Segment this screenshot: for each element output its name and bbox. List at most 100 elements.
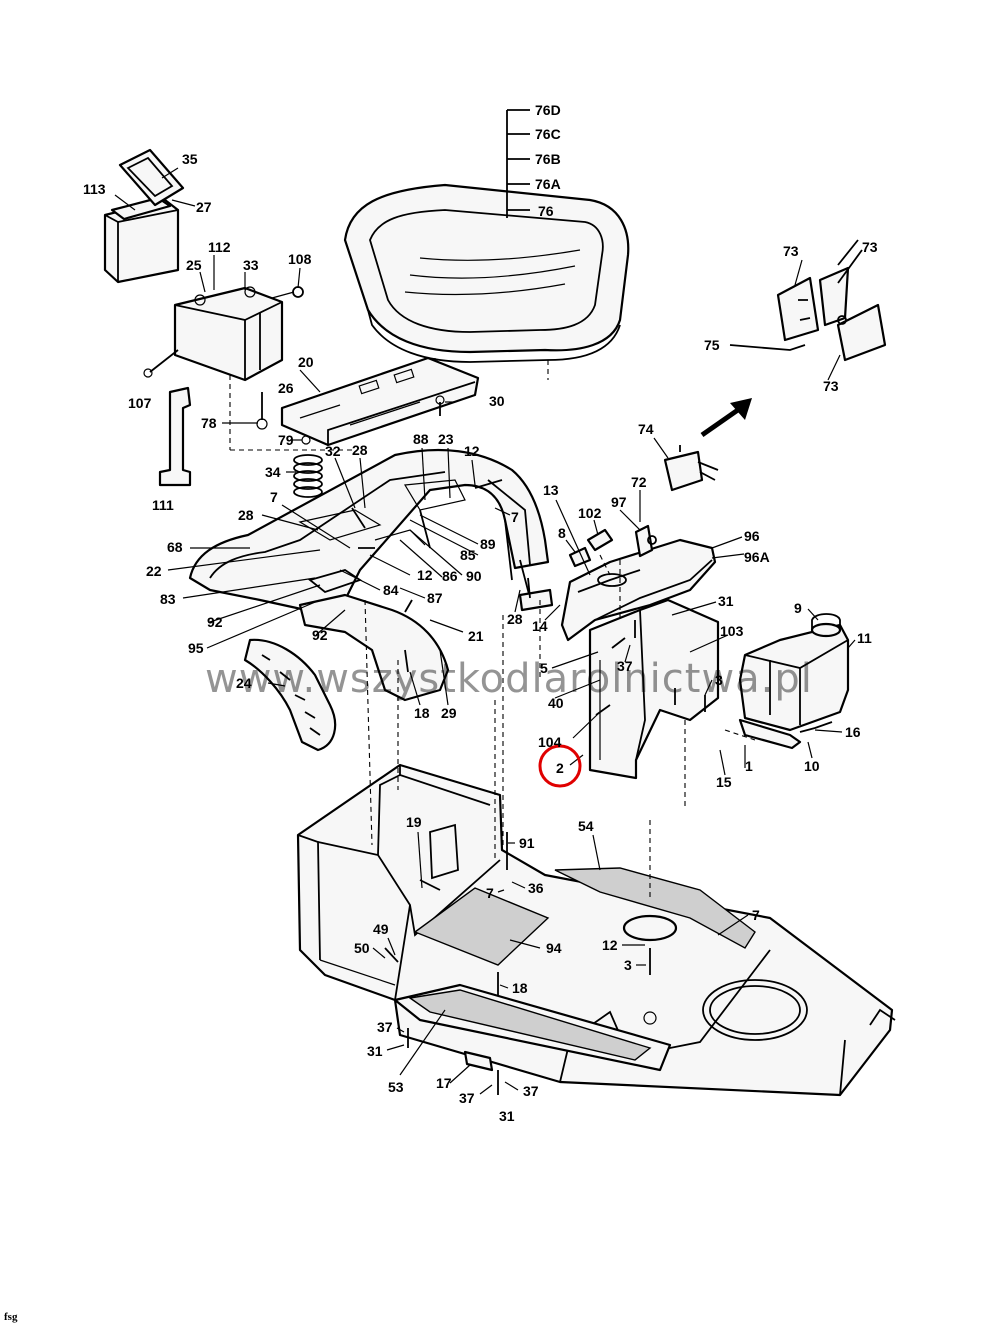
callout-92-b: 92	[312, 627, 328, 643]
callout-76D: 76D	[535, 102, 561, 118]
callout-53: 53	[388, 1079, 404, 1095]
callout-28-c: 28	[507, 611, 523, 627]
callout-7-a: 7	[270, 489, 278, 505]
callout-74: 74	[638, 421, 654, 437]
callout-88: 88	[413, 431, 429, 447]
callout-1: 1	[745, 758, 753, 774]
callout-75: 75	[704, 337, 720, 353]
callout-96: 96	[744, 528, 760, 544]
callout-31-a: 31	[718, 593, 734, 609]
battery-box	[103, 148, 185, 284]
callout-89: 89	[480, 536, 496, 552]
callout-85: 85	[460, 547, 476, 563]
highlight-circle	[538, 744, 582, 788]
seat-pan	[280, 356, 480, 447]
callout-32: 32	[325, 443, 341, 459]
callout-25: 25	[186, 257, 202, 273]
callout-50: 50	[354, 940, 370, 956]
callout-84: 84	[383, 582, 399, 598]
callout-10: 10	[804, 758, 820, 774]
callout-37-a: 37	[617, 658, 633, 674]
callout-27: 27	[196, 199, 212, 215]
callout-76A: 76A	[535, 176, 561, 192]
callout-104: 104	[538, 734, 562, 750]
battery	[143, 286, 304, 382]
callout-28-a: 28	[352, 442, 368, 458]
callout-14: 14	[532, 618, 548, 634]
console-small-parts	[527, 524, 657, 599]
safety-switch-assembly	[729, 239, 887, 362]
callout-96A: 96A	[744, 549, 770, 565]
footer-code: fsg	[4, 1311, 18, 1323]
callout-7-c: 7	[752, 907, 760, 923]
battery-strap	[158, 386, 192, 487]
callout-34: 34	[265, 464, 281, 480]
callout-5: 5	[540, 660, 548, 676]
callout-2: 2	[556, 760, 564, 776]
callout-20: 20	[298, 354, 314, 370]
callout-78: 78	[201, 415, 217, 431]
callout-24: 24	[236, 675, 252, 691]
callout-7-d: 7	[486, 885, 494, 901]
callout-11: 11	[857, 630, 872, 646]
watermark: www.wszystkodlarolnictwa.pl	[205, 656, 813, 702]
callout-12-a: 12	[464, 443, 480, 459]
callout-30: 30	[489, 393, 505, 409]
callout-90: 90	[466, 568, 482, 584]
callout-76C: 76C	[535, 126, 561, 142]
callout-7-b: 7	[511, 509, 519, 525]
callout-107: 107	[128, 395, 152, 411]
callout-87: 87	[427, 590, 443, 606]
callout-9: 9	[794, 600, 802, 616]
callout-3-a: 3	[715, 672, 723, 688]
callout-28-b: 28	[238, 507, 254, 523]
callout-37-d: 37	[459, 1090, 475, 1106]
callout-112: 112	[208, 239, 231, 255]
callout-37-b: 37	[377, 1019, 393, 1035]
callout-111: 111	[152, 497, 174, 513]
chassis-frame	[296, 763, 896, 1097]
fuel-tank	[738, 613, 850, 750]
callout-19: 19	[406, 814, 422, 830]
direction-arrow	[700, 398, 752, 438]
callout-21: 21	[468, 628, 484, 644]
callout-33: 33	[243, 257, 259, 273]
callout-86: 86	[442, 568, 458, 584]
callout-12-b: 12	[417, 567, 433, 583]
leader-lines	[114, 167, 856, 1095]
callout-8: 8	[558, 525, 566, 541]
callout-83: 83	[160, 591, 176, 607]
callout-73-b: 73	[862, 239, 878, 255]
callout-95: 95	[188, 640, 204, 656]
callout-18-b: 18	[512, 980, 528, 996]
callout-103: 103	[720, 623, 744, 639]
callout-22: 22	[146, 563, 162, 579]
callout-29: 29	[441, 705, 457, 721]
part-labels: 76D 76C 76B 76A 76 35 113 27 112 25 33 1…	[83, 102, 878, 1124]
callout-94: 94	[546, 940, 562, 956]
callout-15: 15	[716, 774, 732, 790]
callout-37-c: 37	[523, 1083, 539, 1099]
callout-68: 68	[167, 539, 183, 555]
callout-36: 36	[528, 880, 544, 896]
callout-18-a: 18	[414, 705, 430, 721]
callout-91: 91	[519, 835, 535, 851]
callout-79: 79	[278, 432, 294, 448]
callout-23: 23	[438, 431, 454, 447]
seat-spring	[229, 375, 352, 498]
assembly-lines	[364, 554, 756, 900]
callout-17: 17	[436, 1075, 452, 1091]
callout-31-c: 31	[499, 1108, 515, 1124]
support-panel	[588, 560, 720, 780]
callout-54: 54	[578, 818, 594, 834]
callout-40: 40	[548, 695, 564, 711]
callout-76: 76	[538, 203, 554, 219]
callout-102: 102	[578, 505, 602, 521]
callout-3-b: 3	[624, 957, 632, 973]
callout-13: 13	[543, 482, 559, 498]
callout-73-a: 73	[783, 243, 799, 259]
callout-16: 16	[845, 724, 861, 740]
callout-97: 97	[611, 494, 627, 510]
callout-12-c: 12	[602, 937, 618, 953]
